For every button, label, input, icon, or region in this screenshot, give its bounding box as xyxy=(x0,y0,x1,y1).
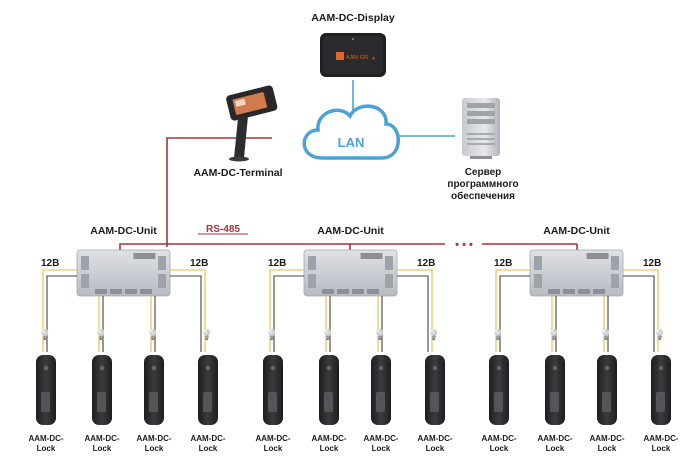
server-device xyxy=(462,98,500,159)
door-lock xyxy=(144,355,164,425)
display-label: AAM-DC-Display xyxy=(311,12,395,24)
lock-label-line-2: Lock xyxy=(546,444,565,453)
lock-label-line-1: AAM-DC- xyxy=(136,434,171,443)
door-lock xyxy=(489,355,509,425)
lock-label-line-1: AAM-DC- xyxy=(311,434,346,443)
unit-label: AAM-DC-Unit xyxy=(543,225,610,237)
lamp-icon: 💡 xyxy=(654,328,666,341)
unit-right-voltage: 12В xyxy=(190,258,208,269)
lock-label-line-1: AAM-DC- xyxy=(190,434,225,443)
display-screen-text: AJAX GIS xyxy=(346,55,369,61)
door-lock xyxy=(545,355,565,425)
server-label-line-1: Сервер xyxy=(465,167,502,178)
lock-label-line-2: Lock xyxy=(598,444,617,453)
lock-wiring: 💡 xyxy=(492,269,530,352)
server-label-line-2: программного xyxy=(447,179,518,190)
unit-right-voltage: 12В xyxy=(643,258,661,269)
controller-unit xyxy=(76,249,171,297)
lock-label-line-1: AAM-DC- xyxy=(643,434,678,443)
lock-label-line-1: AAM-DC- xyxy=(84,434,119,443)
door-lock xyxy=(425,355,445,425)
door-lock xyxy=(198,355,218,425)
lock-label-line-2: Lock xyxy=(490,444,509,453)
unit-label: AAM-DC-Unit xyxy=(317,225,384,237)
lock-wiring: 💡 xyxy=(322,296,334,352)
units-layer: AAM-DC-Unit 12В 12В AAM-DC-Unit 12В 12В AAM-DC… xyxy=(41,225,661,297)
lock-wiring: 💡 xyxy=(39,269,77,352)
lock-wiring: 💡 xyxy=(397,269,440,352)
controller-unit xyxy=(303,249,398,297)
lock-label-line-2: Lock xyxy=(426,444,445,453)
lock-label-line-1: AAM-DC- xyxy=(363,434,398,443)
lamp-icon: 💡 xyxy=(548,328,560,341)
controller-unit xyxy=(529,249,624,297)
lock-label-line-2: Lock xyxy=(199,444,218,453)
terminal-device xyxy=(226,85,278,162)
lock-wiring: 💡 xyxy=(623,269,666,352)
rs485-label: RS-485 xyxy=(206,224,240,235)
lamp-icon: 💡 xyxy=(39,328,51,341)
lamp-icon: 💡 xyxy=(266,328,278,341)
lamp-icon: 💡 xyxy=(95,328,107,341)
wires-layer: 💡 💡 💡 💡 💡 💡 💡 💡 💡 💡 💡 💡 xyxy=(39,269,666,352)
lock-label-line-2: Lock xyxy=(93,444,112,453)
lock-wiring: 💡 xyxy=(95,296,107,352)
unit-label: AAM-DC-Unit xyxy=(90,225,157,237)
unit-left-voltage: 12В xyxy=(41,258,59,269)
lock-label-line-1: AAM-DC- xyxy=(589,434,624,443)
door-lock xyxy=(597,355,617,425)
door-lock xyxy=(263,355,283,425)
lamp-icon: 💡 xyxy=(322,328,334,341)
lock-label-line-2: Lock xyxy=(372,444,391,453)
lock-wiring: 💡 xyxy=(170,269,213,352)
lock-wiring: 💡 xyxy=(266,269,304,352)
lock-label-line-2: Lock xyxy=(652,444,671,453)
lock-label-line-1: AAM-DC- xyxy=(417,434,452,443)
lamp-icon: 💡 xyxy=(428,328,440,341)
lan-cloud xyxy=(302,104,400,160)
lamp-icon: 💡 xyxy=(492,328,504,341)
display-logo-icon xyxy=(336,52,344,60)
lock-wiring: 💡 xyxy=(600,296,612,352)
door-lock xyxy=(371,355,391,425)
lamp-icon: 💡 xyxy=(147,328,159,341)
lock-label-line-2: Lock xyxy=(37,444,56,453)
display-device: AJAX GIS ⏸ xyxy=(320,33,386,77)
unit-left-voltage: 12В xyxy=(268,258,286,269)
lock-label-line-1: AAM-DC- xyxy=(28,434,63,443)
lock-label-line-2: Lock xyxy=(264,444,283,453)
unit-left-voltage: 12В xyxy=(494,258,512,269)
door-lock xyxy=(319,355,339,425)
lamp-icon: 💡 xyxy=(374,328,386,341)
server-label-line-3: обеспечения xyxy=(451,190,515,202)
display-indicator-icon: ⏸ xyxy=(372,56,375,62)
lock-label-line-2: Lock xyxy=(320,444,339,453)
lock-wiring: 💡 xyxy=(374,296,386,352)
lamp-icon: 💡 xyxy=(600,328,612,341)
bus-continuation-dots: • • • xyxy=(455,239,473,251)
lock-wiring: 💡 xyxy=(147,296,159,352)
lock-wiring: 💡 xyxy=(548,296,560,352)
door-lock xyxy=(92,355,112,425)
lock-label-line-1: AAM-DC- xyxy=(255,434,290,443)
terminal-label: AAM-DC-Terminal xyxy=(193,167,282,179)
lamp-icon: 💡 xyxy=(201,328,213,341)
door-lock xyxy=(651,355,671,425)
door-lock xyxy=(36,355,56,425)
lock-label-line-2: Lock xyxy=(145,444,164,453)
lock-label-line-1: AAM-DC- xyxy=(481,434,516,443)
unit-right-voltage: 12В xyxy=(417,258,435,269)
lock-label-line-1: AAM-DC- xyxy=(537,434,572,443)
locks-layer: AAM-DC-LockAAM-DC-LockAAM-DC-LockAAM-DC-… xyxy=(28,355,679,453)
lan-label: LAN xyxy=(338,135,365,150)
